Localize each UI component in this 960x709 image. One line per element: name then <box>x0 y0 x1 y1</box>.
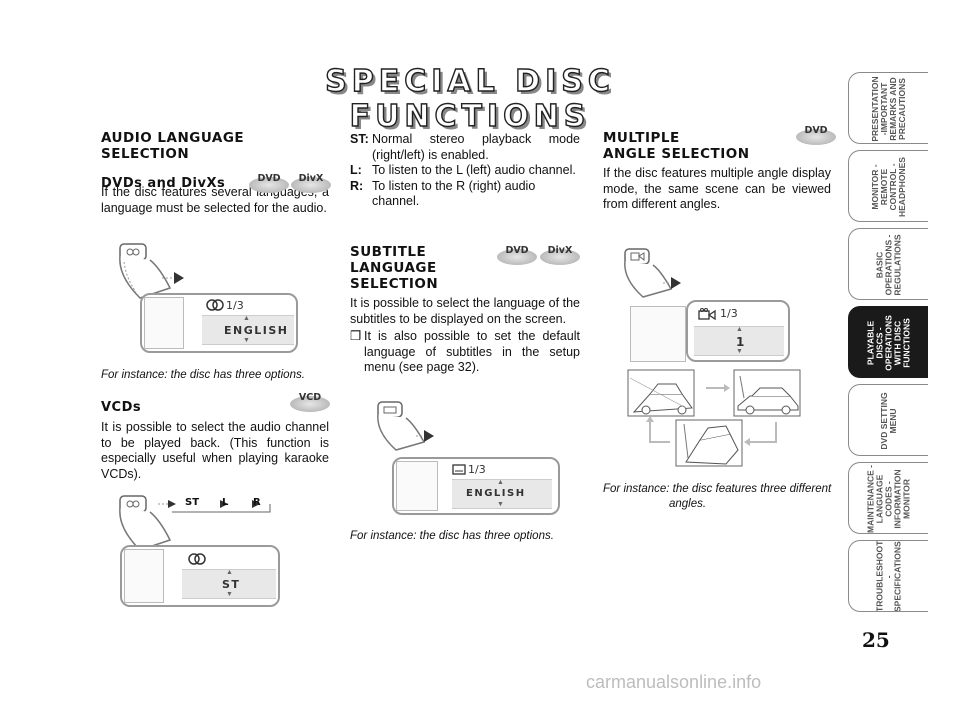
vcd-subheading: VCDs <box>101 400 142 415</box>
angle-osd-panel: 1/3 1 ▲ ▼ <box>686 300 790 362</box>
audio-osd-value: ENGLISH <box>224 324 289 337</box>
audio-osd-selector <box>202 315 294 345</box>
channel-r: R: To listen to the R (right) audio chan… <box>350 178 536 209</box>
vcd-seq-l: L <box>222 497 229 508</box>
mini-screen <box>396 461 438 511</box>
vcd-osd-selector <box>182 569 276 599</box>
up-arrow-icon: ▲ <box>226 569 233 576</box>
vcd-osd-value: ST <box>222 578 241 591</box>
angle-heading-1: MULTIPLE <box>603 130 680 146</box>
subtitle-heading-3: SELECTION <box>350 276 439 292</box>
subtitle-icon <box>452 464 466 475</box>
audio-osd-count: 1/3 <box>226 299 244 312</box>
channel-l: L: To listen to the L (left) audio chann… <box>350 163 576 177</box>
camera-icon <box>698 308 716 320</box>
audio-remote-illustration <box>119 243 184 299</box>
audio-heading: AUDIO LANGUAGE SELECTION <box>101 130 245 162</box>
channels-section: ST: Normal stereo playback mode (right/l… <box>350 132 580 210</box>
vcd-text: It is possible to select the audio chann… <box>101 420 329 481</box>
audio-language-section: AUDIO LANGUAGE SELECTION DVDs and DivXs <box>101 130 329 196</box>
divx-logo: DivX <box>291 173 331 193</box>
audio-osd-screen: 1/3 ENGLISH ▲ ▼ <box>140 293 298 353</box>
dvd-logo: DVD <box>249 173 289 193</box>
subtitle-osd-screen: 1/3 ENGLISH ▲ ▼ <box>392 457 560 515</box>
angle-text: If the disc features multiple angle disp… <box>603 166 831 211</box>
angle-osd-count: 1/3 <box>720 307 738 320</box>
down-arrow-icon: ▼ <box>736 348 743 355</box>
down-arrow-icon: ▼ <box>226 591 233 598</box>
down-arrow-icon: ▼ <box>243 337 250 344</box>
dvd-divx-subheading: DVDs and DivXs <box>101 176 226 191</box>
subtitle-osd-selector <box>452 479 552 509</box>
subtitle-osd-count: 1/3 <box>468 463 486 476</box>
mini-screen <box>124 549 164 603</box>
audio-icon <box>188 553 206 565</box>
divx-logo: DivX <box>540 245 580 265</box>
dvd-logo: DVD <box>497 245 537 265</box>
watermark: carmanualsonline.info <box>586 672 762 692</box>
angle-section: MULTIPLE ANGLE SELECTION If the disc fea… <box>603 130 833 213</box>
car-angles-illustration <box>627 369 801 467</box>
angle-remote-illustration <box>624 248 681 298</box>
subtitle-remote-illustration <box>377 401 434 451</box>
channel-st: ST: Normal stereo playback mode (right/l… <box>350 132 580 162</box>
mini-screen <box>144 297 184 349</box>
subtitle-heading-2: LANGUAGE <box>350 260 437 276</box>
tab-dvd-setting[interactable]: DVD SETTING MENU <box>848 384 928 456</box>
angle-osd-value: 1 <box>736 335 746 349</box>
angle-heading-2: ANGLE SELECTION <box>603 146 750 162</box>
vcd-seq-st: ST <box>185 497 200 508</box>
tab-troubleshooting[interactable]: TROUBLESHOOTING - SPECIFICATIONS <box>848 540 928 612</box>
down-arrow-icon: ▼ <box>497 501 504 508</box>
up-arrow-icon: ▲ <box>497 479 504 486</box>
tab-playable-discs[interactable]: PLAYABLE DISCS - OPERATIONS WITH DISC FU… <box>848 306 928 378</box>
vcd-logo: VCD <box>290 392 330 412</box>
up-arrow-icon: ▲ <box>736 326 743 333</box>
tab-basic-operations[interactable]: BASIC OPERATIONS - REGULATIONS <box>848 228 928 300</box>
dvd-logo: DVD <box>796 125 836 145</box>
tab-maintenance[interactable]: MAINTENANCE - LANGUAGE CODES - INFORMATI… <box>848 462 928 534</box>
subtitle-bullet: ❒ It is also possible to set the default… <box>350 329 580 374</box>
up-arrow-icon: ▲ <box>243 315 250 322</box>
vcd-seq-r: R <box>253 497 261 508</box>
tab-monitor-remote[interactable]: MONITOR - REMOTE CONTROL - HEADPHONES <box>848 150 928 222</box>
vcd-remote-illustration <box>119 495 271 551</box>
vcd-osd-screen: ST ▲ ▼ <box>120 545 280 607</box>
angle-osd-selector <box>694 326 784 356</box>
audio-caption: For instance: the disc has three options… <box>101 369 305 381</box>
mini-screen <box>630 306 686 362</box>
subtitle-heading-1: SUBTITLE <box>350 244 427 260</box>
subtitle-caption: For instance: the disc has three options… <box>350 530 554 542</box>
audio-icon <box>206 299 224 311</box>
subtitle-section: SUBTITLE LANGUAGE SELECTION It is possib… <box>350 244 580 376</box>
tab-presentation[interactable]: PRESENTATION -IMPORTANT REMARKS AND PREC… <box>848 72 928 144</box>
angle-caption-1: For instance: the disc features three di… <box>603 483 832 495</box>
page-title: SPECIAL DISC FUNCTIONS <box>324 63 615 134</box>
angle-caption-2: angles. <box>669 498 707 510</box>
page-number: 25 <box>862 628 890 652</box>
subtitle-osd-value: ENGLISH <box>466 488 526 499</box>
subtitle-text: It is possible to select the language of… <box>350 296 580 326</box>
